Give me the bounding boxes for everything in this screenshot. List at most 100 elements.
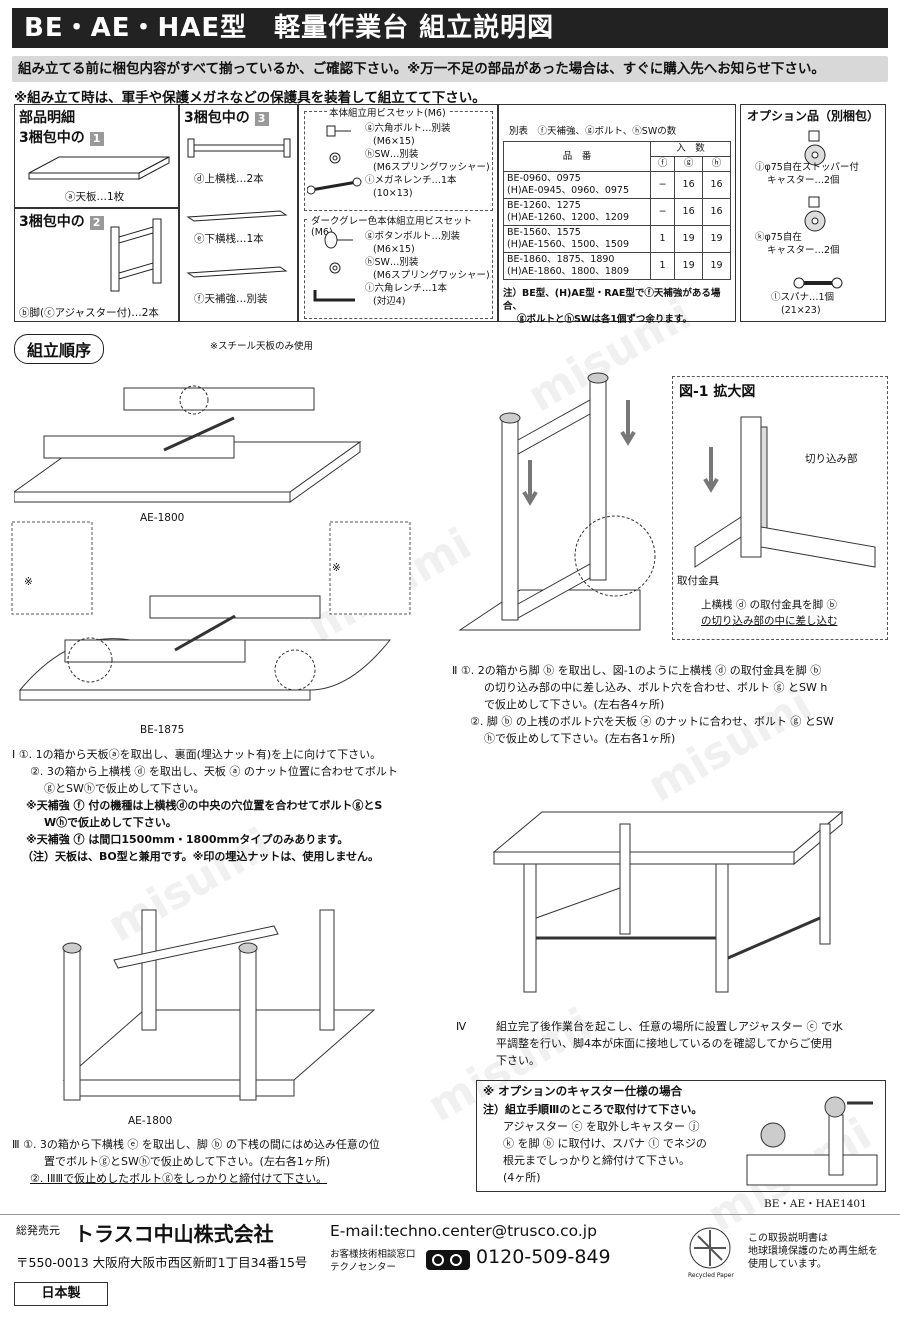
support-phone[interactable]: 0120-509-849	[476, 1246, 611, 1268]
screw-set-2: ダークグレー色本体組立用ビスセット(M6) ⓖボタンボルト…別装(M6×15) …	[304, 213, 493, 319]
screw-set-2-title: ダークグレー色本体組立用ビスセット(M6)	[309, 213, 492, 238]
diagram-leg-insertion	[440, 360, 660, 640]
spec-qty-g: 16	[674, 198, 704, 226]
caster-option-box: ※ オプションのキャスター仕様の場合 注）組立手順Ⅲのところで取付けて下さい。 …	[476, 1080, 886, 1192]
screw-set-1: 本体組立用ビスセット(M6) ⓖ六角ボルト…別装(M6×15) ⓗSW…別装(M…	[304, 105, 493, 211]
caster-stopper-icon	[795, 129, 835, 169]
packing-notice: 組み立てる前に梱包内容がすべて揃っているか、ご確認下さい。※万一不足の部品があっ…	[12, 56, 888, 82]
diagram-ae1800-beams	[14, 360, 374, 510]
footer-divider	[0, 1214, 900, 1215]
fig1-bracket-label: 取付金具	[677, 575, 719, 587]
parts-heading: 部品明細	[19, 110, 75, 126]
step-1: Ⅰ ①. 1の箱から天板ⓐを取出し、裏面(埋込ナット有)を上に向けて下さい。 ②…	[12, 748, 398, 863]
spec-qty-f: 1	[649, 225, 676, 253]
spec-qty-g: 19	[674, 225, 704, 253]
safety-warning: ※組み立て時は、軍手や保護メガネなどの保護具を装着して組立てて下さい。	[14, 90, 486, 106]
caster-option-text: 注）組立手順Ⅲのところで取付けて下さい。 アジャスター ⓒ を取外しキャスター …	[483, 1103, 707, 1184]
spec-qty-g: 19	[674, 252, 704, 280]
company-name: トラスコ中山株式会社	[74, 1222, 274, 1246]
spec-model: BE-1860、1875、1890(H)AE-1860、1800、1809	[503, 252, 651, 280]
pkg3-item-upper-beam: ⓓ上横桟…2本	[194, 173, 264, 185]
freedial-icon	[426, 1250, 470, 1270]
seller-label: 総発売元	[16, 1224, 60, 1237]
step-4: Ⅳ 組立完了後作業台を起こし、任意の場所に設置しアジャスター ⓒ で水 平調整を…	[456, 1020, 844, 1067]
options-box: オプション品（別梱包） ⓙφ75自在ストッパー付キャスター…2個 ⓚφ75自在キ…	[740, 104, 886, 322]
spec-head-model: 品 番	[503, 141, 651, 172]
spec-table-box: 別表 ⓕ天補強、ⓖボルト、ⓗSWの数 品 番 入 数 ⓕ ⓖ ⓗ BE-0960…	[498, 104, 736, 325]
screw-set-1-items: ⓖ六角ボルト…別装(M6×15) ⓗSW…別装(M6スプリングワッシャー) ⓘメ…	[365, 123, 490, 199]
spec-qty-h: 19	[702, 252, 731, 280]
support-email[interactable]: E-mail:techno.center@trusco.co.jp	[330, 1222, 597, 1240]
tabletop-illustration	[19, 147, 179, 197]
company-address: 〒550-0013 大阪府大阪市西区新町1丁目34番15号	[16, 1255, 308, 1270]
caster-option-title: ※ オプションのキャスター仕様の場合	[483, 1084, 683, 1098]
diagram-assembled-table	[490, 808, 870, 1008]
pkg2-label: 3梱包中の 2	[19, 211, 174, 231]
recycled-paper-label: Recycled Paper	[688, 1272, 734, 1279]
parts-pkg1-box: 部品明細 3梱包中の 1 ⓐ天板…1枚	[14, 104, 179, 208]
step-2: Ⅱ ①. 2の箱から脚 ⓑ を取出し、図-1のように上横桟 ⓓ の取付金具を脚 …	[452, 664, 834, 745]
spec-qty-h: 19	[702, 225, 731, 253]
diagram-label-ae1800: AE-1800	[140, 512, 185, 524]
options-title: オプション品（別梱包）	[747, 109, 880, 123]
pkg2-item: ⓑ脚(ⓒアジャスター付)…2本	[19, 307, 159, 319]
diagram-label-ae1800-bottom: AE-1800	[128, 1115, 173, 1127]
button-bolt-icon	[307, 228, 367, 318]
wrench-icon	[793, 273, 843, 293]
spec-head-f: ⓕ	[649, 156, 676, 172]
diagram-label-be1875: BE-1875	[140, 724, 185, 736]
spec-qty-f: −	[649, 198, 676, 226]
fig1-detail-illustration	[675, 397, 885, 637]
doc-code: BE・AE・HAE1401	[764, 1198, 867, 1210]
step-3: Ⅲ ①. 3の箱から下横桟 ⓔ を取出し、脚 ⓑ の下桟の間にはめ込み任意の位 …	[12, 1138, 380, 1185]
spec-head-g: ⓖ	[674, 156, 704, 172]
parts-pkg3-box: 3梱包中の 3 ⓓ上横桟…2本 ⓔ下横桟…1本 ⓕ天補強…別装	[179, 104, 298, 322]
page-title: BE・AE・HAE型 軽量作業台 組立説明図	[12, 8, 888, 48]
caster-icon	[795, 195, 835, 235]
spec-table-note: 注）BE型、(H)AE型・RAE型でⓕ天補強がある場合、ⓖボルトとⓗSWは各1個…	[503, 288, 721, 325]
mark-left: ※	[24, 576, 33, 588]
screw-sets-box: 本体組立用ビスセット(M6) ⓖ六角ボルト…別装(M6×15) ⓗSW…別装(M…	[298, 104, 498, 322]
fig1-title: 図-1 拡大図	[679, 384, 756, 400]
section-title: 組立順序	[14, 334, 105, 364]
spec-qty-f: 1	[649, 252, 676, 280]
mark-right: ※	[332, 562, 341, 574]
pkg1-label: 3梱包中の 1	[19, 127, 174, 147]
spec-table: 品 番 入 数 ⓕ ⓖ ⓗ BE-0960、0975(H)AE-0945、096…	[503, 141, 731, 280]
spec-qty-g: 16	[674, 171, 704, 199]
spec-model: BE-1260、1275(H)AE-1260、1200、1209	[503, 198, 651, 226]
pkg3-item-top-reinforce: ⓕ天補強…別装	[194, 293, 268, 305]
spec-head-qty: 入 数	[650, 141, 731, 157]
screw-set-1-title: 本体組立用ビスセット(M6)	[327, 105, 448, 119]
spec-qty-h: 16	[702, 198, 731, 226]
spec-qty-f: −	[649, 171, 676, 199]
spec-table-caption: 別表 ⓕ天補強、ⓖボルト、ⓗSWの数	[509, 126, 677, 137]
beam-illustrations	[184, 135, 294, 315]
pkg3-item-lower-beam: ⓔ下横桟…1本	[194, 233, 264, 245]
pkg3-label: 3梱包中の 3	[184, 107, 293, 127]
spec-model: BE-0960、0975(H)AE-0945、0960、0975	[503, 171, 651, 199]
parts-pkg2-box: 3梱包中の 2 ⓑ脚(ⓒアジャスター付)…2本	[14, 208, 179, 322]
fig1-notch-label: 切り込み部	[805, 453, 858, 465]
spec-model: BE-1560、1575(H)AE-1560、1500、1509	[503, 225, 651, 253]
support-desk-label: お客様技術相談窓口テクノセンター	[330, 1249, 416, 1273]
option-item-3: ⓛスパナ…1個(21×23)	[771, 292, 835, 316]
recycle-note: この取扱説明書は地球環境保護のため再生紙を使用しています。	[748, 1233, 878, 1270]
caster-install-illustration	[743, 1085, 883, 1190]
leg-illustration	[103, 215, 173, 295]
spec-qty-h: 16	[702, 171, 731, 199]
diagram-lower-beam	[14, 900, 384, 1105]
made-in-japan: 日本製	[14, 1282, 108, 1306]
steel-only-label: ※スチール天板のみ使用	[210, 341, 313, 352]
pkg1-item: ⓐ天板…1枚	[65, 191, 125, 203]
option-item-2: ⓚφ75自在キャスター…2個	[755, 232, 840, 256]
diagram-be1875-beams	[10, 520, 420, 715]
option-item-1: ⓙφ75自在ストッパー付キャスター…2個	[755, 162, 859, 186]
screw-set-2-items: ⓖボタンボルト…別装(M6×15) ⓗSW…別装(M6スプリングワッシャー) ⓘ…	[365, 231, 490, 307]
recycle-logo-icon	[680, 1222, 740, 1282]
